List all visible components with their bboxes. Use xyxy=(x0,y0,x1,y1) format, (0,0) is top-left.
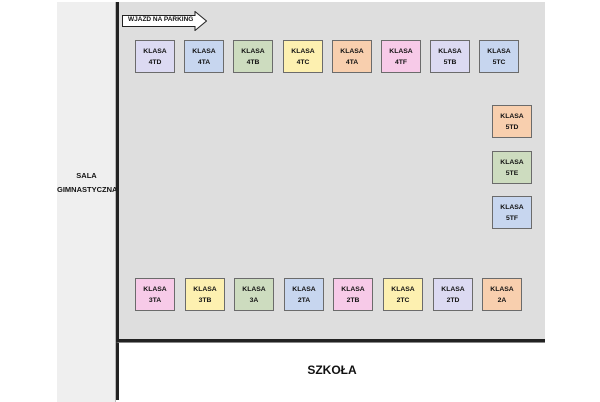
parking-spot-4tf: KLASA 4TF xyxy=(381,40,421,73)
spot-class-code: 2A xyxy=(497,296,507,304)
spot-prefix: KLASA xyxy=(340,47,364,55)
parking-spot-4tb: KLASA 4TB xyxy=(233,40,273,73)
spot-prefix: KLASA xyxy=(143,47,167,55)
spot-prefix: KLASA xyxy=(487,47,511,55)
parking-spot-5te: KLASA 5TE xyxy=(492,151,532,184)
spot-prefix: KLASA xyxy=(192,47,216,55)
spot-class-code: 3A xyxy=(249,296,259,304)
parking-spot-2ta: KLASA 2TA xyxy=(284,278,324,311)
parking-spot-2tb: KLASA 2TB xyxy=(333,278,373,311)
gym-building: SALA GIMNASTYCZNA xyxy=(57,2,118,402)
parking-spot-4td: KLASA 4TD xyxy=(135,40,175,73)
spot-prefix: KLASA xyxy=(291,47,315,55)
spot-class-code: 5TB xyxy=(443,58,457,66)
spot-prefix: KLASA xyxy=(500,112,524,120)
parking-spot-2td: KLASA 2TD xyxy=(433,278,473,311)
spot-class-code: 5TE xyxy=(505,169,519,177)
spot-prefix: KLASA xyxy=(292,285,316,293)
spot-class-code: 5TC xyxy=(492,58,506,66)
school-building: SZKOŁA xyxy=(116,342,545,400)
parking-spot-2a: KLASA 2A xyxy=(482,278,522,311)
gym-label: SALA GIMNASTYCZNA xyxy=(57,169,118,197)
spot-prefix: KLASA xyxy=(490,285,514,293)
spot-prefix: KLASA xyxy=(441,285,465,293)
parking-entrance-arrow: WJAZD NA PARKING xyxy=(122,11,207,31)
gym-label-line1: SALA xyxy=(76,171,97,180)
parking-spot-2tc: KLASA 2TC xyxy=(383,278,423,311)
parking-spot-4tc: KLASA 4TC xyxy=(283,40,323,73)
spot-class-code: 4TD xyxy=(148,58,162,66)
spot-class-code: 2TB xyxy=(346,296,360,304)
spot-prefix: KLASA xyxy=(438,47,462,55)
spot-class-code: 4TA xyxy=(197,58,211,66)
parking-spot-5tf: KLASA 5TF xyxy=(492,196,532,229)
parking-spot-5td: KLASA 5TD xyxy=(492,105,532,138)
school-label: SZKOŁA xyxy=(307,363,357,377)
parking-spot-4ta: KLASA 4TA xyxy=(184,40,224,73)
spot-class-code: 5TD xyxy=(505,123,519,131)
spot-class-code: 4TB xyxy=(246,58,260,66)
parking-spot-5tb: KLASA 5TB xyxy=(430,40,470,73)
spot-prefix: KLASA xyxy=(500,203,524,211)
parking-spot-4ta: KLASA 4TA xyxy=(332,40,372,73)
spot-class-code: 3TA xyxy=(148,296,162,304)
spot-prefix: KLASA xyxy=(341,285,365,293)
spot-prefix: KLASA xyxy=(241,47,265,55)
spot-class-code: 2TA xyxy=(297,296,311,304)
entrance-label: WJAZD NA PARKING xyxy=(128,16,194,23)
spot-prefix: KLASA xyxy=(242,285,266,293)
spot-class-code: 3TB xyxy=(198,296,212,304)
spot-prefix: KLASA xyxy=(500,158,524,166)
spot-prefix: KLASA xyxy=(389,47,413,55)
spot-prefix: KLASA xyxy=(391,285,415,293)
spot-class-code: 4TA xyxy=(345,58,359,66)
spot-class-code: 2TD xyxy=(446,296,460,304)
spot-prefix: KLASA xyxy=(193,285,217,293)
spot-prefix: KLASA xyxy=(143,285,167,293)
parking-spot-3a: KLASA 3A xyxy=(234,278,274,311)
spot-class-code: 4TF xyxy=(394,58,408,66)
gym-label-line2: GIMNASTYCZNA xyxy=(57,185,118,194)
spot-class-code: 4TC xyxy=(296,58,310,66)
spot-class-code: 5TF xyxy=(505,214,519,222)
parking-spot-3tb: KLASA 3TB xyxy=(185,278,225,311)
parking-spot-5tc: KLASA 5TC xyxy=(479,40,519,73)
parking-spot-3ta: KLASA 3TA xyxy=(135,278,175,311)
arrow-right-icon xyxy=(122,11,207,31)
spot-class-code: 2TC xyxy=(396,296,410,304)
